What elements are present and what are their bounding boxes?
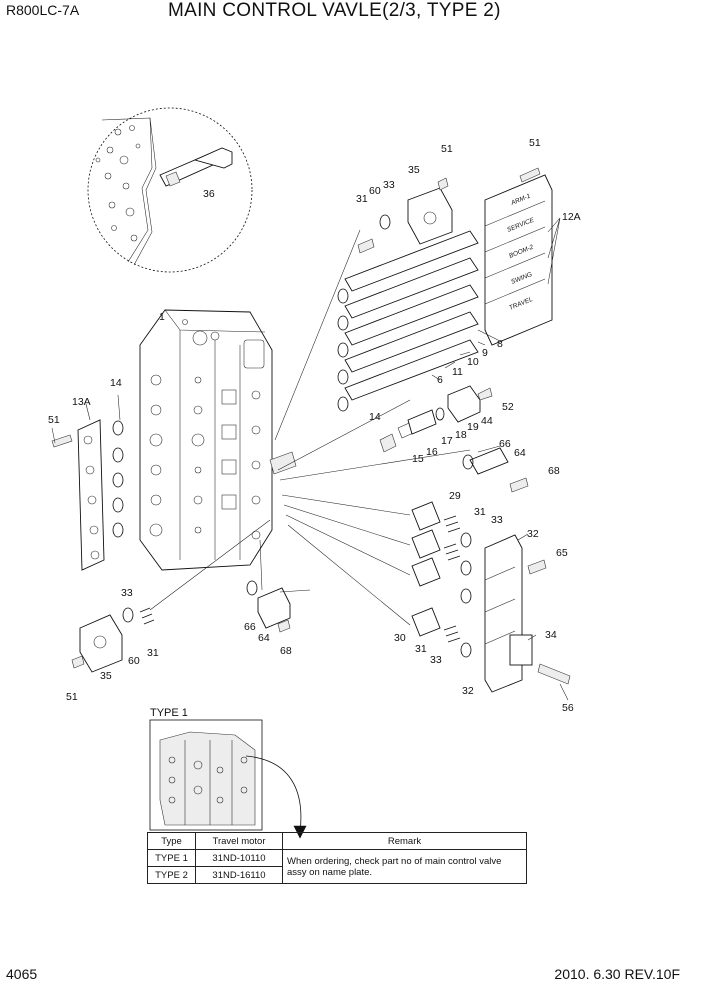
lower-parts [71,580,291,673]
callout-33-lower: 33 [430,654,442,666]
spool-caps: ARM-1 SERVICE BOOM-2 SWING TRAVEL [484,167,553,346]
callout-31-right: 31 [474,506,486,518]
type-cell: TYPE 2 [147,866,196,884]
callout-51-upper: 51 [441,143,453,155]
col-header-remark: Remark [282,832,527,850]
callout-60-bottom: 60 [128,655,140,667]
callout-30: 30 [394,632,406,644]
callout-66-right: 66 [499,438,511,450]
table-row: TYPE 2 31ND-16110 [147,866,527,884]
col-header-type: Type [147,832,196,850]
model-name: R800LC-7A [6,2,80,18]
callout-35-bottom: 35 [100,670,112,682]
callout-13a: 13A [72,396,91,408]
callout-29: 29 [449,490,461,502]
callout-11: 11 [452,366,463,378]
callout-33-top: 33 [383,179,395,191]
callout-65: 65 [556,547,568,559]
callout-66-bottom: 66 [244,621,256,633]
callout-60-top: 60 [369,185,381,197]
callout-34: 34 [545,629,557,641]
callout-9: 9 [482,347,488,359]
page-title: MAIN CONTROL VAVLE(2/3, TYPE 2) [168,0,501,21]
callout-51-top: 51 [529,137,541,149]
callout-68-right: 68 [548,465,560,477]
middle-parts [379,385,493,453]
remark-cell: When ordering, check part no of main con… [282,849,527,884]
callout-31-top: 31 [356,193,368,205]
callout-51-bottom: 51 [66,691,78,703]
callout-1: 1 [159,311,165,323]
callout-10: 10 [467,356,479,368]
callout-51-left: 51 [48,414,60,426]
upper-cover [379,177,453,245]
callout-44: 44 [481,415,493,427]
callout-52: 52 [502,401,514,413]
type-cell: TYPE 1 [147,849,196,867]
page-number: 4065 [6,966,38,982]
callout-14-mid: 14 [369,411,381,423]
col-header-travel-motor: Travel motor [195,832,283,850]
right-side-parts [411,447,571,693]
table-row: TYPE 1 31ND-10110 When ordering, check p… [147,849,527,884]
callout-35-top: 35 [408,164,420,176]
callout-numbers: 1 6 8 9 10 11 12A 13A 14 14 15 16 17 18 … [48,137,581,714]
type1-inset [149,719,307,839]
callout-33-right: 33 [491,514,503,526]
callout-6: 6 [437,374,443,386]
callout-31-bottom: 31 [147,647,159,659]
callout-19: 19 [467,421,479,433]
spools [337,230,479,412]
callout-14-left: 14 [110,377,122,389]
type1-inset-label: TYPE 1 [150,707,188,719]
callout-18: 18 [455,429,467,441]
callout-16: 16 [426,446,438,458]
callout-8: 8 [497,338,503,350]
callout-32-top: 32 [527,528,539,540]
callout-33-bottom: 33 [121,587,133,599]
left-cover [51,419,124,571]
callout-31-lower: 31 [415,643,427,655]
travel-motor-cell: 31ND-10110 [195,849,283,867]
callout-68-bottom: 68 [280,645,292,657]
callout-32-bottom: 32 [462,685,474,697]
leader-lines [51,217,569,701]
callout-15: 15 [412,453,424,465]
callout-17: 17 [441,435,453,447]
callout-56: 56 [562,702,574,714]
callout-36: 36 [203,188,215,200]
type-table: Type Travel motor Remark TYPE 1 31ND-101… [147,832,527,884]
revision-date: 2010. 6.30 REV.10F [554,966,680,982]
callout-64-right: 64 [514,447,526,459]
travel-motor-cell: 31ND-16110 [195,866,283,884]
callout-12a: 12A [562,211,581,223]
callout-64-bottom: 64 [258,632,270,644]
main-valve-body [139,309,297,571]
type-table-header-row: Type Travel motor Remark [147,832,527,850]
detail-circle [87,107,253,273]
